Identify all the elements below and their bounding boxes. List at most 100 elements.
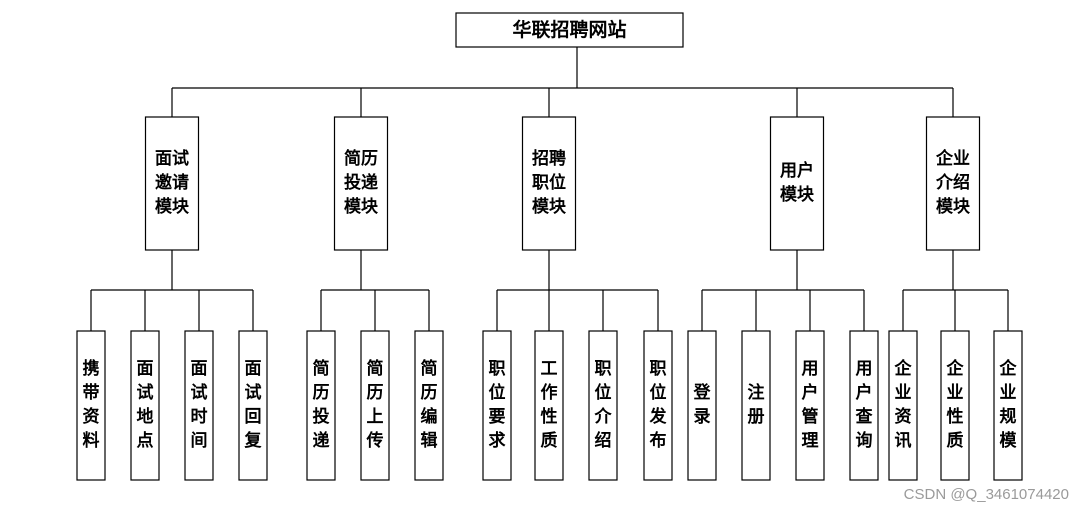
leaf-label-char: 简 xyxy=(367,358,384,379)
leaf-label-char: 面 xyxy=(137,359,154,379)
leaf-label-char: 用 xyxy=(856,359,873,379)
leaf-label-char: 位 xyxy=(650,382,667,403)
leaf-label-char: 查 xyxy=(855,406,874,427)
leaf-label-char: 录 xyxy=(694,407,711,427)
module-label-line: 模块 xyxy=(780,184,815,205)
leaf-label-char: 编 xyxy=(421,406,438,427)
leaf-label-char: 辑 xyxy=(421,430,438,451)
leaf-label-char: 面 xyxy=(191,359,208,379)
leaf-label-char: 携 xyxy=(83,358,100,379)
leaf-label-char: 作 xyxy=(541,382,558,403)
leaf-label-char: 讯 xyxy=(895,431,912,451)
module-label-line: 模块 xyxy=(155,196,190,217)
leaf-label-char: 工 xyxy=(541,359,558,379)
module-label-line: 用户 xyxy=(780,160,814,181)
module-label-line: 介绍 xyxy=(935,172,970,193)
leaf-label-char: 性 xyxy=(541,406,558,427)
leaf-label-char: 传 xyxy=(366,430,384,451)
leaf-label-char: 管 xyxy=(802,406,819,427)
leaf-node: 登录 xyxy=(687,330,717,481)
leaf-label-char: 业 xyxy=(895,383,912,403)
leaf-label-char: 企 xyxy=(946,358,965,379)
module-label-line: 模块 xyxy=(344,196,379,217)
leaf-label-char: 简 xyxy=(421,358,438,379)
leaf-label-char: 递 xyxy=(313,430,330,451)
module-label-line: 职位 xyxy=(532,172,566,193)
leaf-label-char: 登 xyxy=(693,382,712,403)
watermark: CSDN @Q_3461074420 xyxy=(903,486,1069,503)
leaf-label-char: 间 xyxy=(191,430,208,451)
leaf-label-char: 料 xyxy=(83,430,100,451)
root-label: 华联招聘网站 xyxy=(512,18,626,41)
leaf-label-char: 资 xyxy=(895,406,912,427)
module-label-line: 企业 xyxy=(935,148,970,169)
leaf-label-char: 业 xyxy=(947,383,964,403)
leaf-label-char: 职 xyxy=(650,359,667,379)
diagram-nodes: 华联招聘网站 面试邀请模块携带资料面试地点面试时间面试回复简历投递模块简历投递简… xyxy=(76,12,1023,481)
root-node: 华联招聘网站 xyxy=(455,12,684,48)
leaf-label-char: 业 xyxy=(1000,383,1017,403)
leaf-label-char: 地 xyxy=(137,406,154,427)
leaf-label-char: 带 xyxy=(83,382,100,403)
connector-lines xyxy=(90,47,1009,331)
leaf-label-char: 历 xyxy=(421,383,438,403)
module-label-line: 模块 xyxy=(936,196,971,217)
module-label-line: 招聘 xyxy=(532,148,566,169)
leaf-label-char: 询 xyxy=(856,430,873,451)
leaf-label-char: 面 xyxy=(245,359,262,379)
leaf-label-char: 户 xyxy=(856,382,873,403)
leaf-label-char: 企 xyxy=(894,358,913,379)
leaf-label-char: 规 xyxy=(1000,407,1017,427)
leaf-label-char: 职 xyxy=(489,359,506,379)
leaf-label-char: 用 xyxy=(802,359,819,379)
leaf-label-char: 回 xyxy=(245,407,262,427)
leaf-label-char: 试 xyxy=(191,383,208,403)
leaf-label-char: 试 xyxy=(137,383,154,403)
leaf-label-char: 投 xyxy=(313,406,330,427)
module-label-line: 投递 xyxy=(344,172,378,193)
leaf-label-char: 质 xyxy=(541,431,558,451)
leaf-label-char: 布 xyxy=(650,430,667,451)
leaf-label-char: 介 xyxy=(594,406,613,427)
leaf-label-char: 注 xyxy=(748,382,765,403)
leaf-label-char: 发 xyxy=(649,406,668,427)
module-label-line: 面试 xyxy=(155,149,189,169)
leaf-label-char: 点 xyxy=(137,430,154,451)
leaf-label-char: 位 xyxy=(595,382,612,403)
leaf-label-char: 模 xyxy=(1000,430,1018,451)
leaf-label-char: 试 xyxy=(245,383,262,403)
leaf-label-char: 时 xyxy=(191,407,208,427)
leaf-label-char: 上 xyxy=(367,407,384,427)
module-label-line: 模块 xyxy=(532,196,567,217)
leaf-label-char: 求 xyxy=(489,430,506,451)
leaf-label-char: 历 xyxy=(367,383,384,403)
leaf-label-char: 简 xyxy=(313,358,330,379)
leaf-label-char: 复 xyxy=(244,430,263,451)
leaf-label-char: 企 xyxy=(999,358,1018,379)
leaf-label-char: 绍 xyxy=(595,430,612,451)
leaf-label-char: 质 xyxy=(947,431,964,451)
leaf-label-char: 性 xyxy=(947,406,964,427)
leaf-label-char: 户 xyxy=(802,382,819,403)
